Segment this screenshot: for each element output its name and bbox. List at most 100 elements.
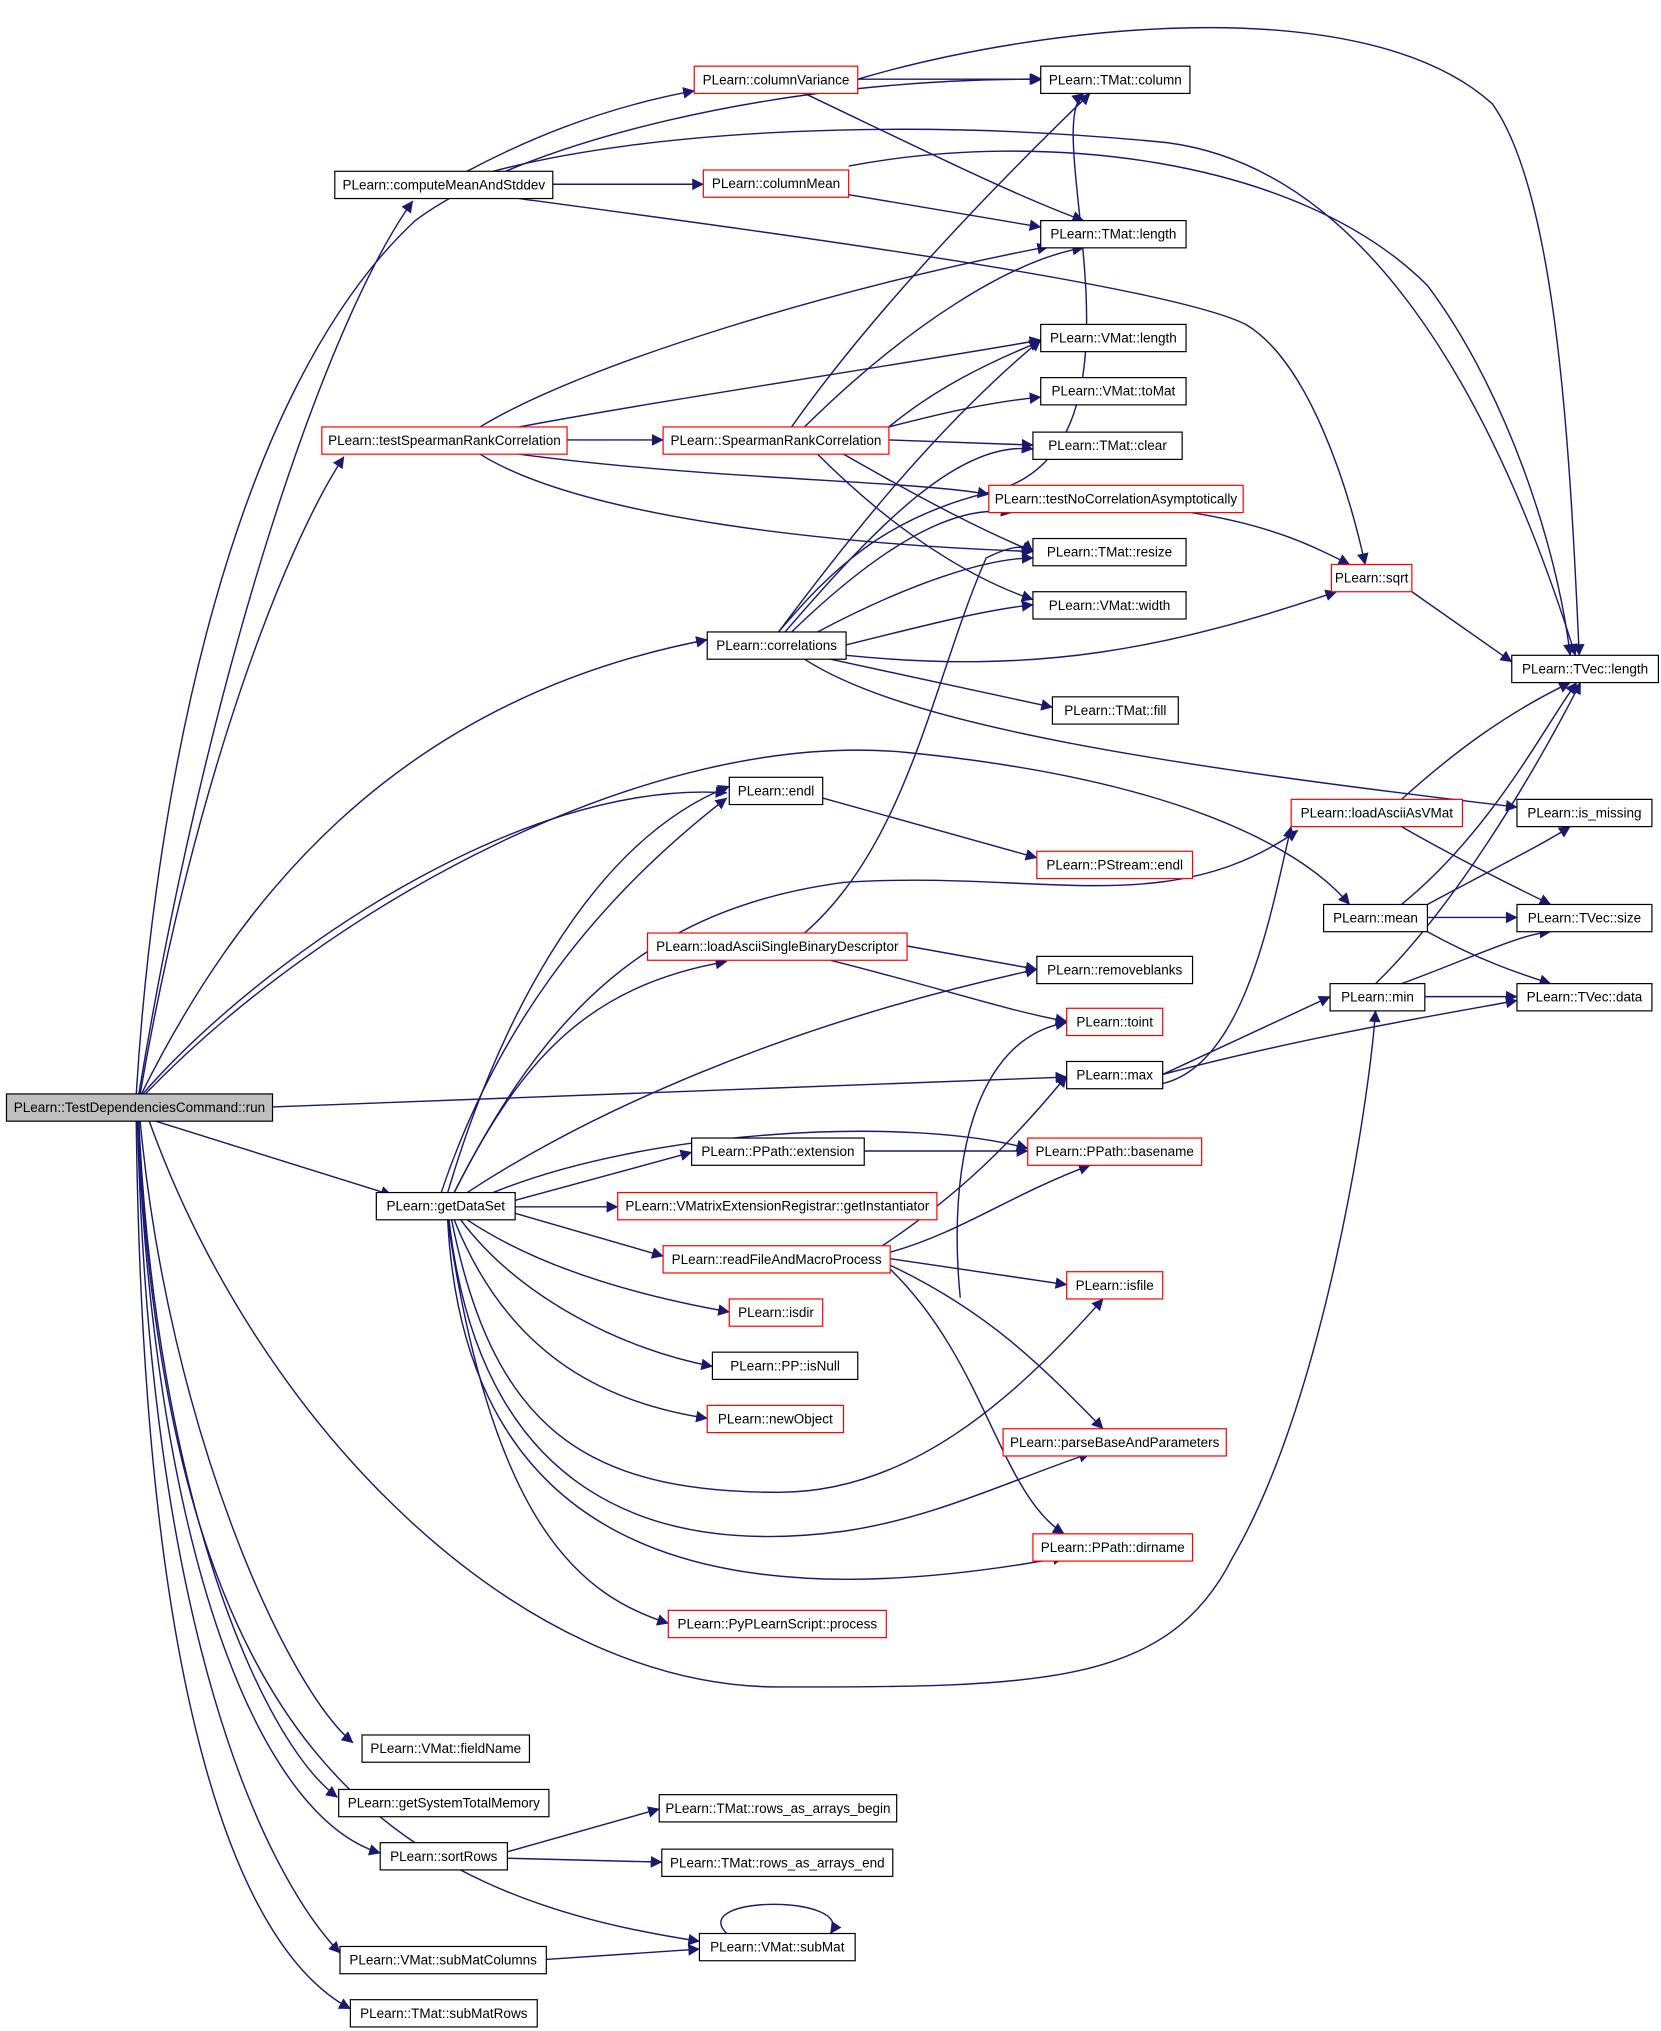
- node-tvec-data[interactable]: PLearn::TVec::data: [1516, 983, 1653, 1012]
- node-submatrows[interactable]: PLearn::TMat::subMatRows: [349, 1999, 538, 2028]
- node-tmat-clear[interactable]: PLearn::TMat::clear: [1032, 431, 1183, 460]
- call-edge: [778, 92, 1088, 633]
- node-rows-end[interactable]: PLearn::TMat::rows_as_arrays_end: [661, 1848, 894, 1878]
- node-ppath-dirname[interactable]: PLearn::PPath::dirname: [1032, 1533, 1194, 1562]
- call-edge: [446, 1219, 1065, 1581]
- node-label: PLearn::VMat::subMat: [710, 1940, 845, 1955]
- node-spearman[interactable]: PLearn::SpearmanRankCorrelation: [662, 426, 890, 455]
- call-edge: [514, 1149, 693, 1202]
- call-edge: [140, 636, 708, 1095]
- node-label: PLearn::toint: [1076, 1014, 1153, 1029]
- node-pyplearn-process[interactable]: PLearn::PyPLearnScript::process: [667, 1609, 887, 1639]
- node-pstream-endl[interactable]: PLearn::PStream::endl: [1036, 850, 1194, 880]
- node-vmat-fieldname[interactable]: PLearn::VMat::fieldName: [361, 1734, 531, 1763]
- node-ppath-extension[interactable]: PLearn::PPath::extension: [691, 1137, 865, 1166]
- node-isdir[interactable]: PLearn::isdir: [728, 1298, 824, 1327]
- node-vmat-length[interactable]: PLearn::VMat::length: [1040, 323, 1187, 353]
- node-submatcolumns[interactable]: PLearn::VMat::subMatColumns: [339, 1945, 547, 1975]
- node-getdataset[interactable]: PLearn::getDataSet: [375, 1191, 516, 1221]
- node-sortrows[interactable]: PLearn::sortRows: [379, 1842, 508, 1871]
- node-ppath-basename[interactable]: PLearn::PPath::basename: [1027, 1137, 1203, 1166]
- node-label: PLearn::TMat::subMatRows: [360, 2006, 528, 2021]
- call-edge: [507, 1856, 663, 1868]
- node-tmat-column[interactable]: PLearn::TMat::column: [1040, 65, 1191, 95]
- node-label: PLearn::columnMean: [712, 176, 840, 191]
- node-label: PLearn::VMat::width: [1049, 598, 1171, 613]
- call-edge: [446, 1219, 669, 1626]
- node-sqrt[interactable]: PLearn::sqrt: [1330, 563, 1413, 593]
- node-box: [667, 1609, 887, 1639]
- node-getsystemtotalmemory[interactable]: PLearn::getSystemTotalMemory: [338, 1788, 550, 1818]
- node-label: PLearn::min: [1341, 990, 1414, 1005]
- node-endl[interactable]: PLearn::endl: [728, 776, 824, 806]
- call-edge: [720, 1903, 842, 1935]
- node-label: PLearn::VMat::length: [1050, 331, 1177, 346]
- node-testspearman[interactable]: PLearn::testSpearmanRankCorrelation: [321, 426, 568, 455]
- node-box: [658, 1794, 898, 1823]
- call-edge: [830, 658, 1053, 711]
- node-min[interactable]: PLearn::min: [1329, 983, 1426, 1012]
- node-tmat-fill[interactable]: PLearn::TMat::fill: [1051, 696, 1179, 725]
- node-computemeanandstddev[interactable]: PLearn::computeMeanAndStddev: [334, 170, 554, 200]
- call-edge: [804, 658, 1518, 812]
- call-edges: [135, 26, 1585, 2010]
- call-edge: [846, 589, 1338, 663]
- node-vmat-submat[interactable]: PLearn::VMat::subMat: [698, 1932, 856, 1962]
- node-box: [1032, 1533, 1194, 1562]
- node-loadasciiasvmat[interactable]: PLearn::loadAsciiAsVMat: [1290, 798, 1464, 828]
- node-box: [1036, 955, 1194, 985]
- node-isfile[interactable]: PLearn::isfile: [1066, 1271, 1164, 1300]
- node-rows-begin[interactable]: PLearn::TMat::rows_as_arrays_begin: [658, 1794, 898, 1823]
- node-testnocorr[interactable]: PLearn::testNoCorrelationAsymptotically: [988, 484, 1244, 514]
- node-toint[interactable]: PLearn::toint: [1066, 1007, 1164, 1037]
- call-edge: [1162, 995, 1331, 1076]
- call-edge: [507, 1806, 660, 1853]
- call-edge: [956, 1018, 1068, 1298]
- node-pp-isnull[interactable]: PLearn::PP::isNull: [711, 1351, 859, 1381]
- node-box: [1032, 591, 1187, 620]
- call-edge: [848, 150, 1575, 656]
- node-vmat-tomat[interactable]: PLearn::VMat::toMat: [1040, 377, 1187, 406]
- call-edge: [138, 1121, 338, 1798]
- node-tmat-length[interactable]: PLearn::TMat::length: [1040, 220, 1187, 249]
- call-nodes: PLearn::TestDependenciesCommand::runPLea…: [5, 65, 1660, 2028]
- node-parsebaseandparameters[interactable]: PLearn::parseBaseAndParameters: [1002, 1428, 1227, 1457]
- node-label: PLearn::endl: [738, 783, 815, 798]
- call-edge: [790, 92, 1091, 428]
- node-loadasciisbd[interactable]: PLearn::loadAsciiSingleBinaryDescriptor: [646, 932, 908, 961]
- call-edge: [139, 456, 345, 1095]
- node-removeblanks[interactable]: PLearn::removeblanks: [1036, 955, 1194, 985]
- node-label: PLearn::SpearmanRankCorrelation: [671, 433, 882, 448]
- call-edge: [155, 1120, 393, 1198]
- node-tvec-size[interactable]: PLearn::TVec::size: [1516, 903, 1653, 933]
- call-edge: [804, 539, 1034, 934]
- node-newobject[interactable]: PLearn::newObject: [706, 1404, 845, 1434]
- call-edge: [138, 200, 414, 1095]
- node-max[interactable]: PLearn::max: [1066, 1060, 1164, 1090]
- call-edge: [448, 1219, 1091, 1538]
- node-columnmean[interactable]: PLearn::columnMean: [702, 169, 850, 198]
- node-vmat-width[interactable]: PLearn::VMat::width: [1032, 591, 1187, 620]
- call-edge: [453, 829, 1299, 1193]
- call-edge: [466, 87, 695, 172]
- node-label: PLearn::isdir: [738, 1305, 814, 1320]
- node-box: [662, 1245, 891, 1274]
- node-label: PLearn::VMat::fieldName: [370, 1741, 521, 1756]
- node-box: [1051, 696, 1179, 725]
- node-tvec-length[interactable]: PLearn::TVec::length: [1511, 654, 1660, 684]
- call-edge: [135, 73, 1043, 1094]
- node-columnvariance[interactable]: PLearn::columnVariance: [693, 65, 859, 95]
- node-getinstantiator[interactable]: PLearn::VMatrixExtensionRegistrar::getIn…: [617, 1191, 938, 1221]
- node-box: [375, 1191, 516, 1221]
- node-box: [334, 170, 554, 200]
- node-correlations[interactable]: PLearn::correlations: [706, 631, 847, 660]
- node-tmat-resize[interactable]: PLearn::TMat::resize: [1032, 537, 1187, 567]
- node-label: PLearn::sqrt: [1335, 571, 1409, 586]
- call-edge: [804, 92, 1085, 223]
- node-is-missing[interactable]: PLearn::is_missing: [1516, 798, 1653, 828]
- node-readfileandmacroprocess[interactable]: PLearn::readFileAndMacroProcess: [662, 1245, 891, 1274]
- node-box: [702, 169, 850, 198]
- node-box: [661, 1848, 894, 1878]
- node-mean[interactable]: PLearn::mean: [1323, 903, 1429, 933]
